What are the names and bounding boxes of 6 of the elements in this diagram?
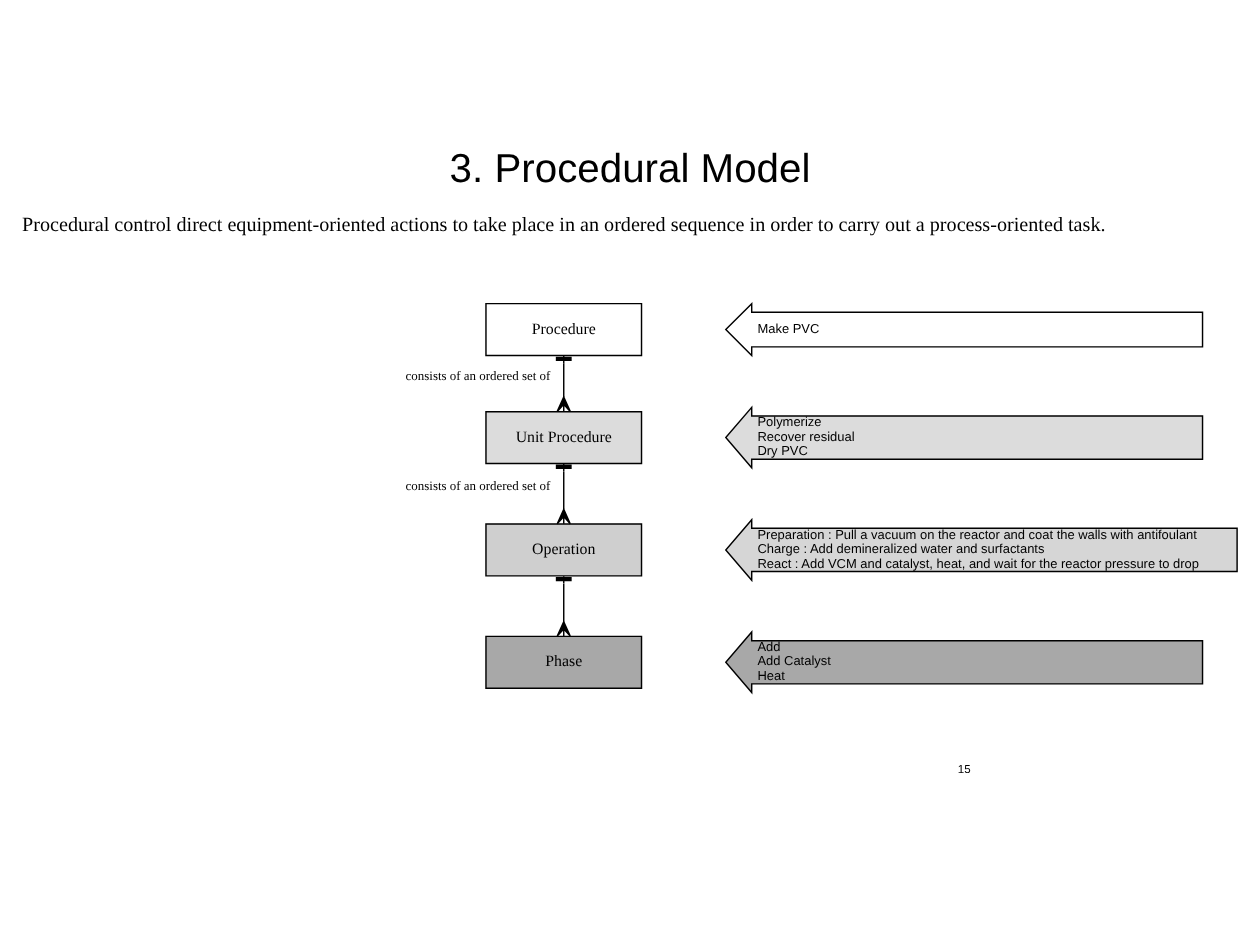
node-box: Operation	[485, 523, 643, 577]
diagram-title: 3. Procedural Model	[449, 147, 811, 192]
label: Procedural control direct equipment-oriented actions to take place in an ordered sequence in order to carry out a process-oriented task.	[21, 215, 1106, 238]
node-box: Phase	[485, 635, 643, 689]
node-box: Unit Procedure	[485, 410, 643, 465]
node-box: Procedure	[485, 302, 643, 357]
